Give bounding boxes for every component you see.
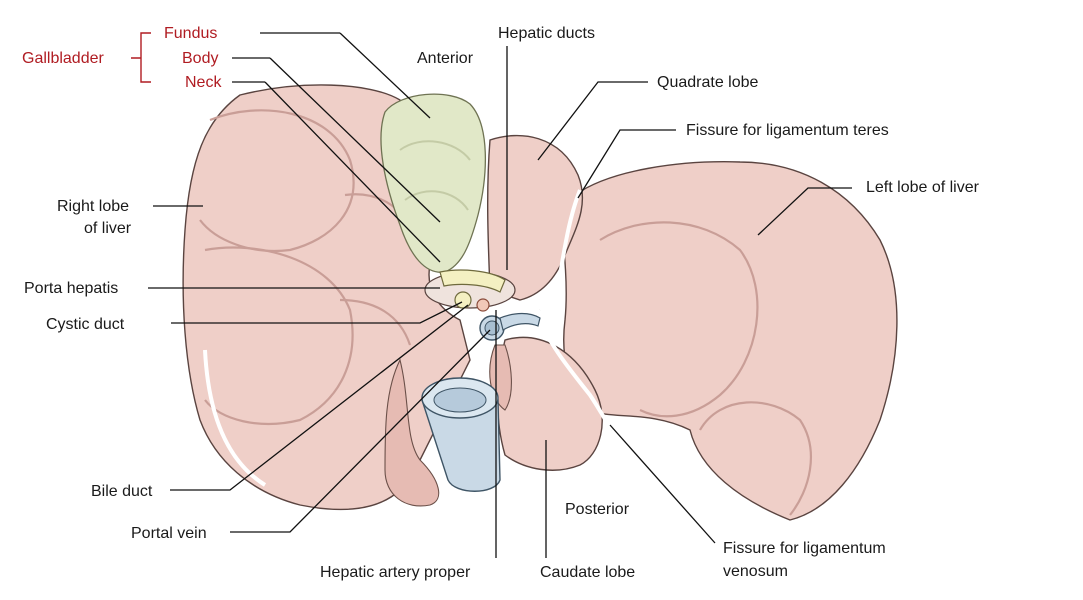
label-body: Body bbox=[182, 50, 218, 67]
gallbladder-shading-2 bbox=[404, 190, 469, 211]
ligamentum-venosum-fissure-fill bbox=[538, 319, 614, 432]
hepatic-duct bbox=[439, 269, 506, 293]
neck-leader-diag bbox=[264, 81, 441, 263]
gallbladder-shading-1 bbox=[399, 140, 471, 161]
left-lobe-leader bbox=[757, 187, 852, 236]
fissure-venosum-leader bbox=[609, 424, 716, 544]
label-left-lobe: Left lobe of liver bbox=[866, 179, 980, 196]
label-right-lobe-2: of liver bbox=[84, 220, 132, 237]
ligamentum-teres-fissure-fill bbox=[538, 189, 582, 312]
label-right-lobe-1: Right lobe bbox=[57, 198, 129, 215]
label-fissure-venosum-2: venosum bbox=[723, 563, 788, 580]
ivc-body bbox=[421, 399, 501, 492]
fissure-teres-leader bbox=[577, 129, 676, 199]
label-caudate-lobe: Caudate lobe bbox=[540, 564, 635, 581]
right-lobe-crease-4 bbox=[339, 298, 412, 346]
cystic-duct-end bbox=[454, 291, 472, 309]
label-portal-vein: Portal vein bbox=[131, 525, 207, 542]
label-quadrate-lobe: Quadrate lobe bbox=[657, 74, 759, 91]
label-fissure-venosum-1: Fissure for ligamentum bbox=[723, 540, 886, 557]
left-lobe-shape bbox=[559, 161, 898, 521]
label-bile-duct: Bile duct bbox=[91, 483, 153, 500]
right-lobe-inferior-tab bbox=[384, 358, 440, 507]
left-lobe-inferior-bulge bbox=[699, 401, 812, 516]
label-hepatic-artery: Hepatic artery proper bbox=[320, 564, 471, 581]
right-lobe-margin-ligament bbox=[203, 349, 267, 487]
bile-duct-leader bbox=[170, 304, 469, 491]
portal-vein-leader bbox=[230, 329, 491, 533]
portal-vein-branch bbox=[499, 312, 541, 331]
fundus-leader-diag bbox=[339, 32, 431, 119]
body-leader-diag bbox=[269, 57, 441, 223]
right-lobe-crease-1 bbox=[199, 109, 355, 252]
label-cystic-duct: Cystic duct bbox=[46, 316, 125, 333]
right-lobe-crease-2 bbox=[204, 246, 354, 426]
hepatic-artery-end bbox=[476, 298, 490, 312]
label-gallbladder: Gallbladder bbox=[22, 50, 105, 67]
gallbladder-bracket bbox=[131, 32, 151, 83]
label-posterior: Posterior bbox=[565, 501, 630, 518]
label-anterior: Anterior bbox=[417, 50, 474, 67]
label-hepatic-ducts: Hepatic ducts bbox=[498, 25, 595, 42]
left-lobe-crease bbox=[599, 221, 759, 418]
label-neck: Neck bbox=[185, 74, 222, 91]
label-fundus: Fundus bbox=[164, 25, 217, 42]
quadrate-lobe-leader bbox=[537, 81, 648, 161]
ivc-lumen bbox=[433, 387, 487, 413]
label-fissure-teres: Fissure for ligamentum teres bbox=[686, 122, 889, 139]
label-porta-hepatis: Porta hepatis bbox=[24, 280, 118, 297]
cystic-duct-leader bbox=[171, 301, 463, 324]
